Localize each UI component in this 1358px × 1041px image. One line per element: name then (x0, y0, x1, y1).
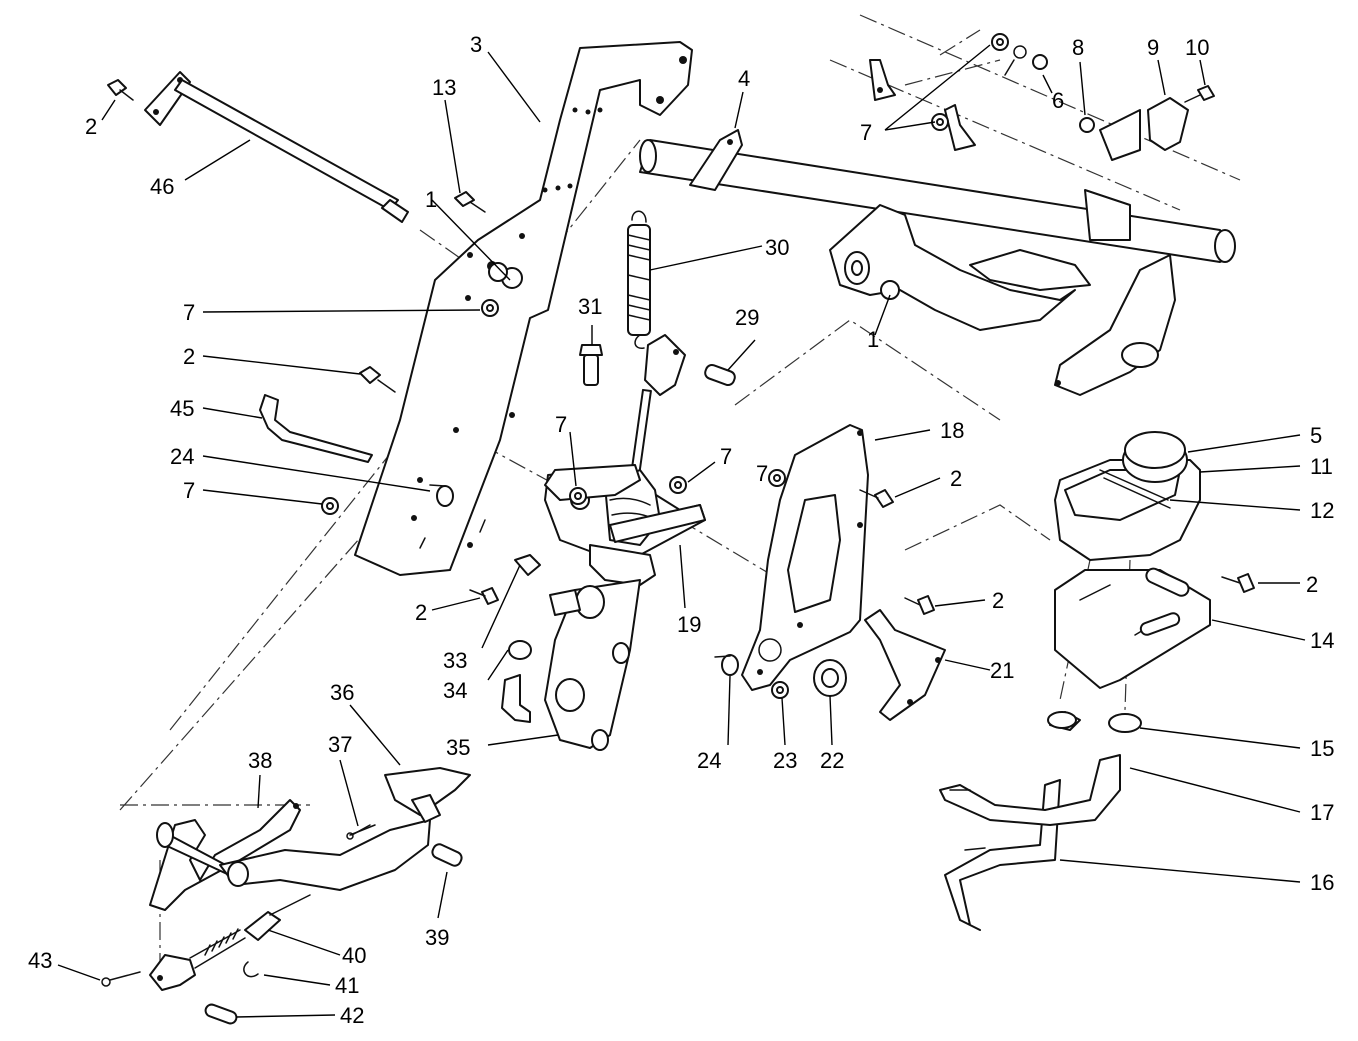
callout-43: 43 (28, 948, 52, 973)
hoses (939, 711, 1142, 931)
leader-lines (57, 44, 1306, 1018)
callout-8: 8 (1072, 35, 1084, 60)
callout-37: 37 (328, 732, 352, 757)
callout-6: 6 (1052, 88, 1064, 113)
callout-40: 40 (342, 943, 366, 968)
callout-33: 33 (443, 648, 467, 673)
callout-16: 16 (1310, 870, 1334, 895)
callout-2c: 2 (415, 600, 427, 625)
callout-5: 5 (1310, 423, 1322, 448)
callout-41: 41 (335, 973, 359, 998)
callout-7c: 7 (183, 478, 195, 503)
callout-9: 9 (1147, 35, 1159, 60)
shaft-46 (144, 71, 409, 223)
callout-29: 29 (735, 305, 759, 330)
master-cylinder-35 (544, 334, 706, 751)
callout-2d: 2 (950, 466, 962, 491)
callout-19: 19 (677, 612, 701, 637)
hardware (107, 33, 1255, 840)
callout-30: 30 (765, 235, 789, 260)
callout-2e: 2 (992, 588, 1004, 613)
callout-31: 31 (578, 294, 602, 319)
callout-24b: 24 (697, 748, 721, 773)
mounting-plate-3 (354, 41, 693, 576)
callout-15: 15 (1310, 736, 1334, 761)
callout-7a: 7 (860, 120, 872, 145)
callout-23: 23 (773, 748, 797, 773)
callout-39: 39 (425, 925, 449, 950)
callout-34: 34 (443, 678, 467, 703)
callout-1a: 1 (425, 187, 437, 212)
callout-42: 42 (340, 1003, 364, 1028)
cable-assembly (101, 894, 311, 1025)
callout-1b: 1 (867, 327, 879, 352)
callout-46: 46 (150, 174, 174, 199)
callout-labels: 1 1 2 2 2 2 2 2 3 4 5 6 7 7 7 7 7 7 8 9 … (28, 32, 1334, 1028)
bracket-21 (864, 609, 946, 721)
callout-22: 22 (820, 748, 844, 773)
callout-12: 12 (1310, 498, 1334, 523)
callout-45: 45 (170, 396, 194, 421)
bracket-18 (741, 424, 869, 691)
callout-7f: 7 (756, 461, 768, 486)
reservoir-assembly (1054, 431, 1211, 689)
callout-10: 10 (1185, 35, 1209, 60)
callout-2b: 2 (183, 344, 195, 369)
callout-11: 11 (1310, 454, 1333, 479)
spring-30 (627, 210, 651, 349)
callout-3: 3 (470, 32, 482, 57)
callout-14: 14 (1310, 628, 1334, 653)
cross-tube-assembly (639, 59, 1236, 396)
callout-7b: 7 (183, 300, 195, 325)
callout-2a: 2 (85, 114, 97, 139)
callout-24a: 24 (170, 444, 194, 469)
callout-2f: 2 (1306, 572, 1318, 597)
callout-17: 17 (1310, 800, 1334, 825)
callout-21: 21 (990, 658, 1014, 683)
callout-13: 13 (432, 75, 456, 100)
callout-4: 4 (738, 66, 750, 91)
bracket-19 (544, 464, 706, 543)
callout-7d: 7 (555, 412, 567, 437)
callout-36: 36 (330, 680, 354, 705)
callout-38: 38 (248, 748, 272, 773)
pedal-assembly (149, 767, 471, 911)
callout-18: 18 (940, 418, 964, 443)
callout-35: 35 (446, 735, 470, 760)
callout-7e: 7 (720, 444, 732, 469)
